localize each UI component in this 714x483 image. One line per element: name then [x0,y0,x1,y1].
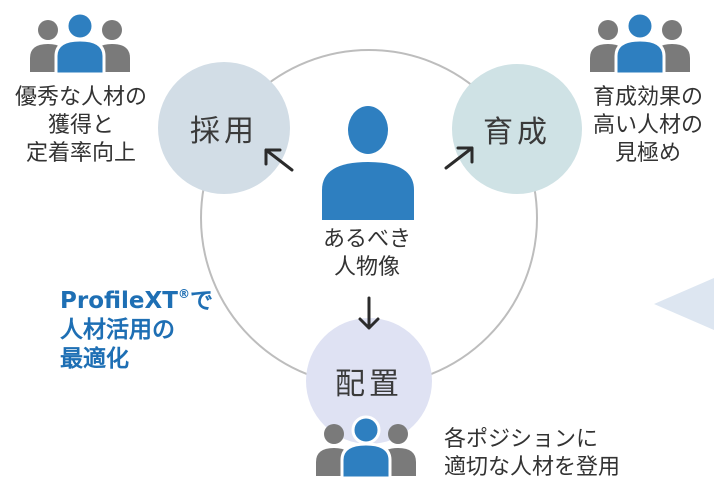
caption-line: 育成効果の [592,85,703,110]
caption-saiyo: 優秀な人材の 獲得と 定着率向上 [6,84,156,168]
caption-haichi: 各ポジションに 適切な人材を登用 [444,426,620,482]
brand-line-2: 人材活用の [60,317,175,343]
caption-line: 高い人材の [592,113,703,138]
node-saiyo: 採用 [158,62,290,194]
caption-ikusei: 育成効果の 高い人材の 見極め [584,84,712,168]
brand-product-name: ProfileXT [60,288,178,314]
people-group-icon [30,11,130,76]
node-ikusei-label: 育成 [483,115,551,150]
caption-line: 獲得と [47,113,114,138]
arrow-icon [358,296,380,330]
node-ikusei: 育成 [452,64,582,194]
brand-line-1: ProfileXT®で [60,280,213,316]
person-icon [322,106,414,220]
arrow-icon [444,146,474,170]
triangle-pointer-icon [654,278,714,330]
people-group-icon [316,415,416,480]
node-saiyo-label: 採用 [190,114,258,149]
node-haichi-label: 配置 [335,367,403,402]
caption-line: 人物像 [333,255,400,280]
brand-line-3: 最適化 [60,346,129,372]
brand-tagline: ProfileXT®で 人材活用の 最適化 [60,280,213,374]
brand-line-1-suffix: で [189,288,213,314]
caption-line: あるべき [322,227,411,252]
caption-line: 定着率向上 [25,141,136,166]
caption-line: 見極め [614,141,681,166]
caption-line: 優秀な人材の [14,85,147,110]
registered-mark: ® [177,287,190,301]
caption-ideal-profile: あるべき 人物像 [304,226,430,282]
caption-line: 各ポジションに [444,427,599,452]
arrow-icon [264,148,294,172]
people-group-icon [590,11,690,76]
caption-line: 適切な人材を登用 [444,455,621,480]
